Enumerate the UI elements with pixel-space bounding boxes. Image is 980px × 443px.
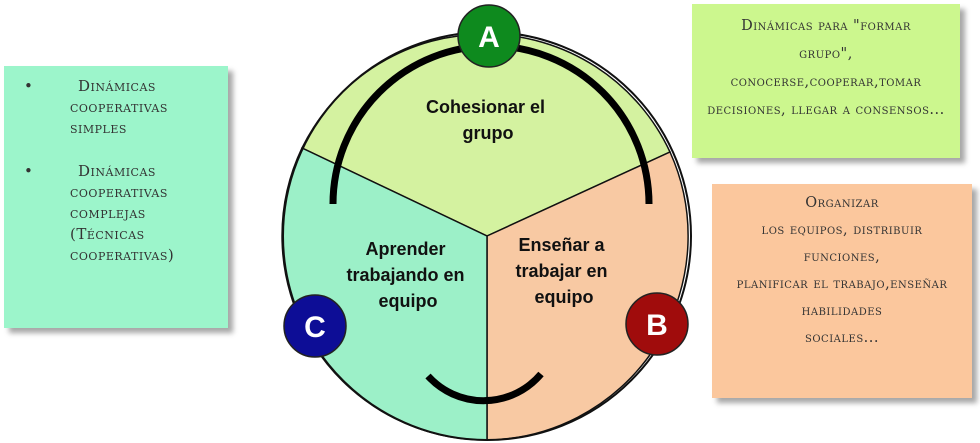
- badge-c-letter: C: [304, 311, 326, 344]
- sector-b-label: Enseñar a trabajar en equipo: [515, 235, 612, 307]
- badge-c: C: [283, 294, 347, 358]
- note-line: conocerse,cooperar,tomar: [730, 74, 922, 90]
- note-line: sociales...: [805, 330, 879, 346]
- note-line: Dinámicas para "formar: [741, 18, 911, 34]
- badge-a: A: [457, 4, 521, 68]
- note-right-top: Dinámicas para "formar grupo", conocerse…: [692, 4, 960, 158]
- note-line: decisiones, llegar a consensos...: [707, 102, 945, 118]
- badge-b-letter: B: [646, 309, 668, 342]
- note-left: • Dinámicas cooperativas simples • Dinám…: [4, 66, 228, 328]
- note-left-item-text: Dinámicas cooperativas complejas (Técnic…: [70, 162, 175, 264]
- cycle-arc-bottom: [425, 371, 544, 405]
- note-line: Organizar: [805, 195, 879, 211]
- note-right-bottom: Organizar los equipos, distribuir funcio…: [712, 184, 972, 398]
- note-left-item: • Dinámicas cooperativas simples: [16, 76, 218, 139]
- note-line: grupo",: [799, 46, 853, 62]
- note-left-item-text: Dinámicas cooperativas simples: [70, 77, 168, 137]
- note-line: los equipos, distribuir: [761, 222, 923, 238]
- bullet: •: [24, 162, 34, 180]
- note-line: habilidades: [801, 303, 883, 319]
- sector-c-label: Aprender trabajando en equipo: [346, 239, 469, 311]
- badge-a-letter: A: [478, 21, 500, 54]
- note-left-item: • Dinámicas cooperativas complejas (Técn…: [16, 161, 218, 266]
- badge-b: B: [625, 292, 689, 356]
- bullet: •: [24, 77, 34, 95]
- note-line: funciones,: [803, 249, 881, 265]
- note-line: planificar el trabajo,enseñar: [736, 276, 948, 292]
- sector-a-label: Cohesionar el grupo: [426, 97, 550, 143]
